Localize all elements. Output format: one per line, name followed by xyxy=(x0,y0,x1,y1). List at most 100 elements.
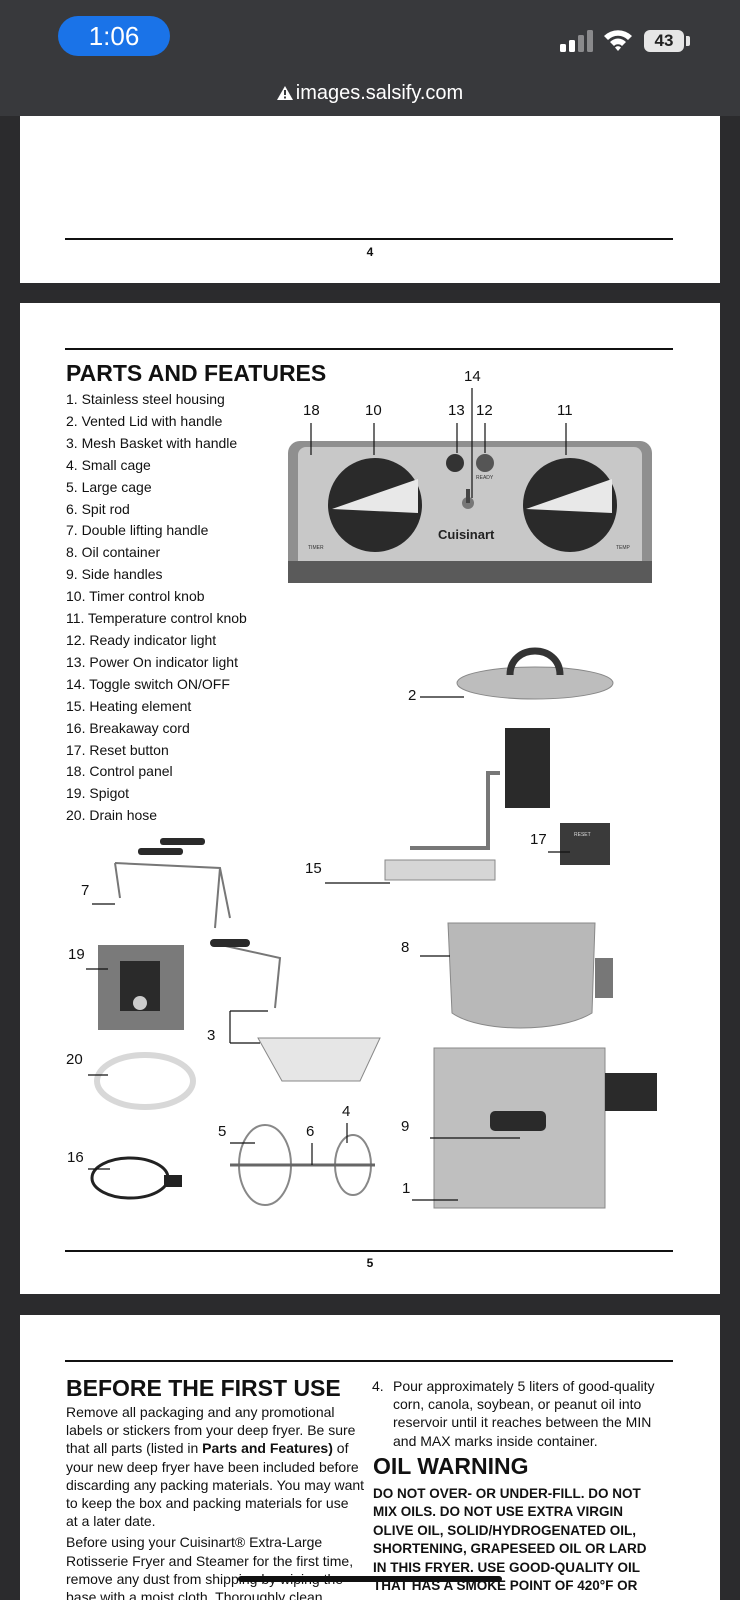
list-item: 11. Temperature control knob xyxy=(66,610,247,627)
lifting-handle-image xyxy=(114,838,231,929)
step-4: 4. Pour approximately 5 liters of good-q… xyxy=(372,1377,672,1450)
list-item: 18. Control panel xyxy=(66,763,173,780)
list-item: 7. Double lifting handle xyxy=(66,522,209,539)
reset-button-image xyxy=(560,823,610,865)
callout-8: 8 xyxy=(401,939,410,956)
basket-image xyxy=(210,939,381,1082)
list-item: 3. Mesh Basket with handle xyxy=(66,434,238,451)
before-first-use-text: Remove all packaging and any promotional… xyxy=(66,1403,366,1600)
list-item: 4. Small cage xyxy=(66,456,151,473)
battery-icon: 43 xyxy=(644,30,684,52)
page-header-rule xyxy=(65,348,673,350)
list-item: 6. Spit rod xyxy=(66,500,130,517)
text-line: Rotisserie Fryer and Steamer for the fir… xyxy=(66,1552,354,1569)
text-line: that all parts (listed in Parts and Feat… xyxy=(66,1440,349,1457)
text-line: your new deep fryer have been included b… xyxy=(66,1458,359,1475)
text-line: labels or stickers from your deep fryer.… xyxy=(66,1422,356,1439)
url-text: images.salsify.com xyxy=(295,82,464,104)
panel-label-ready: READY xyxy=(476,475,494,481)
pdf-page-6: BEFORE THE FIRST USE Remove all packagin… xyxy=(20,1315,720,1600)
home-indicator[interactable] xyxy=(238,1576,502,1582)
list-item: 14. Toggle switch ON/OFF xyxy=(66,675,230,692)
list-item: 20. Drain hose xyxy=(66,807,158,824)
list-item: 8. Oil container xyxy=(66,544,161,561)
lid-image xyxy=(456,647,614,700)
list-item: 15. Heating element xyxy=(66,697,192,714)
list-item: 2. Vented Lid with handle xyxy=(66,412,223,429)
page-header-rule xyxy=(65,1360,673,1362)
callout-2: 2 xyxy=(408,687,417,704)
battery-tip xyxy=(686,36,690,46)
list-item: 9. Side handles xyxy=(66,566,163,583)
text-line: Pour approximately 5 liters of good-qual… xyxy=(393,1378,655,1394)
callout-18: 18 xyxy=(303,402,320,419)
warning-icon xyxy=(276,86,293,100)
oil-container-image xyxy=(447,922,613,1029)
text-line: Remove all packaging and any promotional xyxy=(66,1404,335,1420)
callout-14: 14 xyxy=(464,368,481,385)
parts-list: 1. Stainless steel housing 2. Vented Lid… xyxy=(66,389,247,827)
panel-label-timer: TIMER xyxy=(308,545,324,551)
status-time[interactable]: 1:06 xyxy=(58,16,170,56)
heating-element-image xyxy=(384,728,550,881)
callout-7: 7 xyxy=(81,882,90,899)
page-number: 4 xyxy=(366,245,374,259)
text-line: Before using your Cuisinart® Extra-Large xyxy=(66,1534,323,1551)
callout-13: 13 xyxy=(448,402,465,419)
page-number: 5 xyxy=(366,1256,374,1270)
callout-20: 20 xyxy=(66,1051,83,1068)
pdf-page-4: 4 xyxy=(20,116,720,283)
text-line: discarding any packing materials. You ma… xyxy=(66,1476,365,1493)
callout-11: 11 xyxy=(557,402,573,419)
callout-10: 10 xyxy=(365,402,382,419)
oil-warning-text: DO NOT OVER- OR UNDER-FILL. DO NOT MIX O… xyxy=(373,1486,647,1594)
list-item: 5. Large cage xyxy=(66,478,152,495)
list-item: 19. Spigot xyxy=(66,785,130,802)
brand-text: Cuisinart xyxy=(438,527,495,542)
callout-16: 16 xyxy=(67,1149,84,1166)
text-line: at a later date. xyxy=(66,1513,156,1530)
housing-image xyxy=(433,1047,657,1209)
before-first-use-title: BEFORE THE FIRST USE xyxy=(66,1375,341,1401)
callout-15: 15 xyxy=(305,860,322,877)
text-line: and MAX marks inside container. xyxy=(393,1432,598,1449)
spigot-image xyxy=(98,945,184,1030)
wifi-icon xyxy=(604,30,632,51)
text-line: to keep the box and packing materials fo… xyxy=(66,1495,349,1512)
control-panel-image xyxy=(288,441,652,583)
status-bar: 1:06 43 xyxy=(0,0,740,72)
drain-hose-image xyxy=(94,1052,196,1110)
parts-title: PARTS AND FEATURES xyxy=(66,360,327,386)
page-footer-rule xyxy=(65,238,673,240)
callout-1: 1 xyxy=(402,1180,411,1197)
text-line: base with a moist cloth. Thoroughly clea… xyxy=(66,1589,323,1600)
callout-5: 5 xyxy=(218,1123,227,1140)
page-footer-rule xyxy=(65,1250,673,1252)
text-line: remove any dust from shipping by wiping … xyxy=(66,1570,344,1587)
list-item: 17. Reset button xyxy=(66,741,169,758)
callout-17: 17 xyxy=(530,831,547,848)
list-item: 13. Power On indicator light xyxy=(66,653,238,670)
text-line: corn, canola, soybean, or peanut oil int… xyxy=(393,1396,642,1413)
url-display[interactable]: images.salsify.com xyxy=(0,82,740,105)
callout-4: 4 xyxy=(342,1103,351,1120)
callout-19: 19 xyxy=(68,946,85,963)
browser-url-bar[interactable]: images.salsify.com xyxy=(0,72,740,116)
callout-9: 9 xyxy=(401,1118,410,1135)
cages-image xyxy=(230,1124,375,1206)
list-item: 16. Breakaway cord xyxy=(66,719,190,736)
callout-6: 6 xyxy=(306,1123,315,1140)
oil-warning-title: OIL WARNING xyxy=(373,1453,529,1479)
list-item: 12. Ready indicator light xyxy=(66,631,217,648)
list-item: 10. Timer control knob xyxy=(66,588,205,605)
parts-illustration: Cuisinart TIMER TEMP READY RESET xyxy=(86,388,657,1209)
callout-12: 12 xyxy=(476,402,493,419)
pdf-page-5: PARTS AND FEATURES 1. Stainless steel ho… xyxy=(20,303,720,1294)
callout-3: 3 xyxy=(207,1027,216,1044)
panel-label-temp: TEMP xyxy=(616,545,631,551)
text-line: reservoir until it reaches between the M… xyxy=(393,1414,652,1431)
cord-image xyxy=(90,1156,182,1200)
step-number: 4. xyxy=(372,1378,384,1394)
reset-label: RESET xyxy=(574,832,591,838)
signal-icon xyxy=(560,30,593,52)
